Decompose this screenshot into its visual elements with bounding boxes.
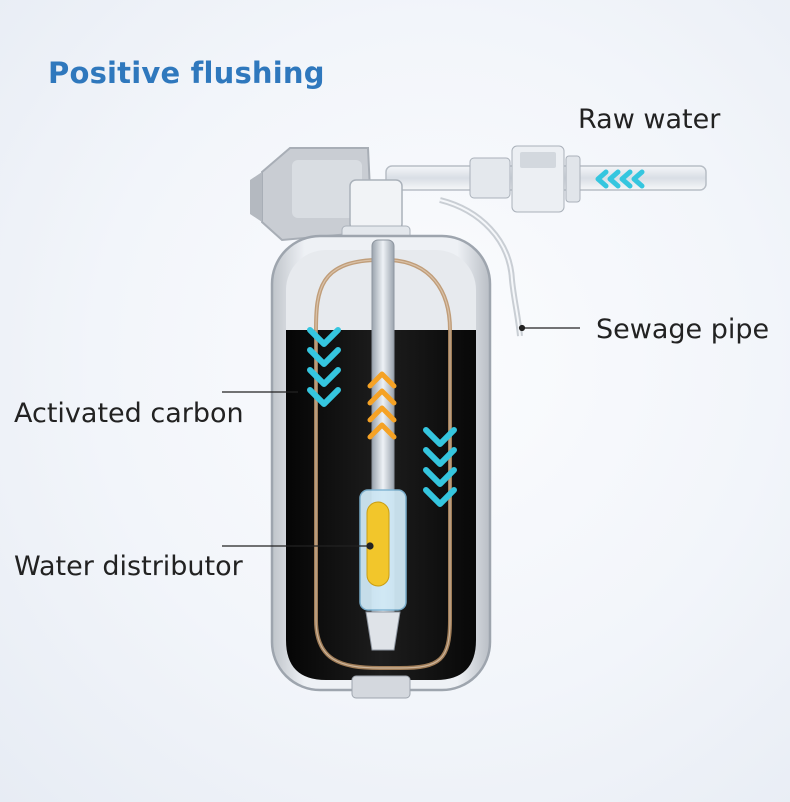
water-distributor (359, 489, 407, 651)
diagram-title: Positive flushing (48, 56, 325, 90)
chevron-down-icon (423, 427, 457, 447)
label-activated-carbon: Activated carbon (14, 398, 244, 429)
chevron-up-icon (367, 388, 397, 406)
chevron-down-icon (423, 467, 457, 487)
inlet-flow-arrows (595, 169, 645, 189)
chevron-down-icon (423, 447, 457, 467)
chevron-left-icon (631, 169, 645, 189)
label-sewage-pipe: Sewage pipe (596, 314, 770, 345)
chevron-down-icon (307, 327, 341, 347)
up-flow-arrows (367, 371, 397, 440)
chevron-down-icon (307, 347, 341, 367)
chevron-left-icon (619, 169, 633, 189)
chevron-up-icon (367, 371, 397, 389)
chevron-up-icon (367, 405, 397, 423)
raw-water-inlet (385, 145, 707, 213)
down-flow-arrows-left (307, 327, 341, 407)
chevron-left-icon (607, 169, 621, 189)
down-flow-arrows-right (423, 427, 457, 507)
chevron-down-icon (307, 387, 341, 407)
chevron-left-icon (595, 169, 609, 189)
chevron-up-icon (367, 422, 397, 440)
chevron-down-icon (307, 367, 341, 387)
head-fitting (341, 179, 411, 245)
label-raw-water: Raw water (578, 104, 721, 135)
chevron-down-icon (423, 487, 457, 507)
label-water-distributor: Water distributor (14, 551, 243, 582)
